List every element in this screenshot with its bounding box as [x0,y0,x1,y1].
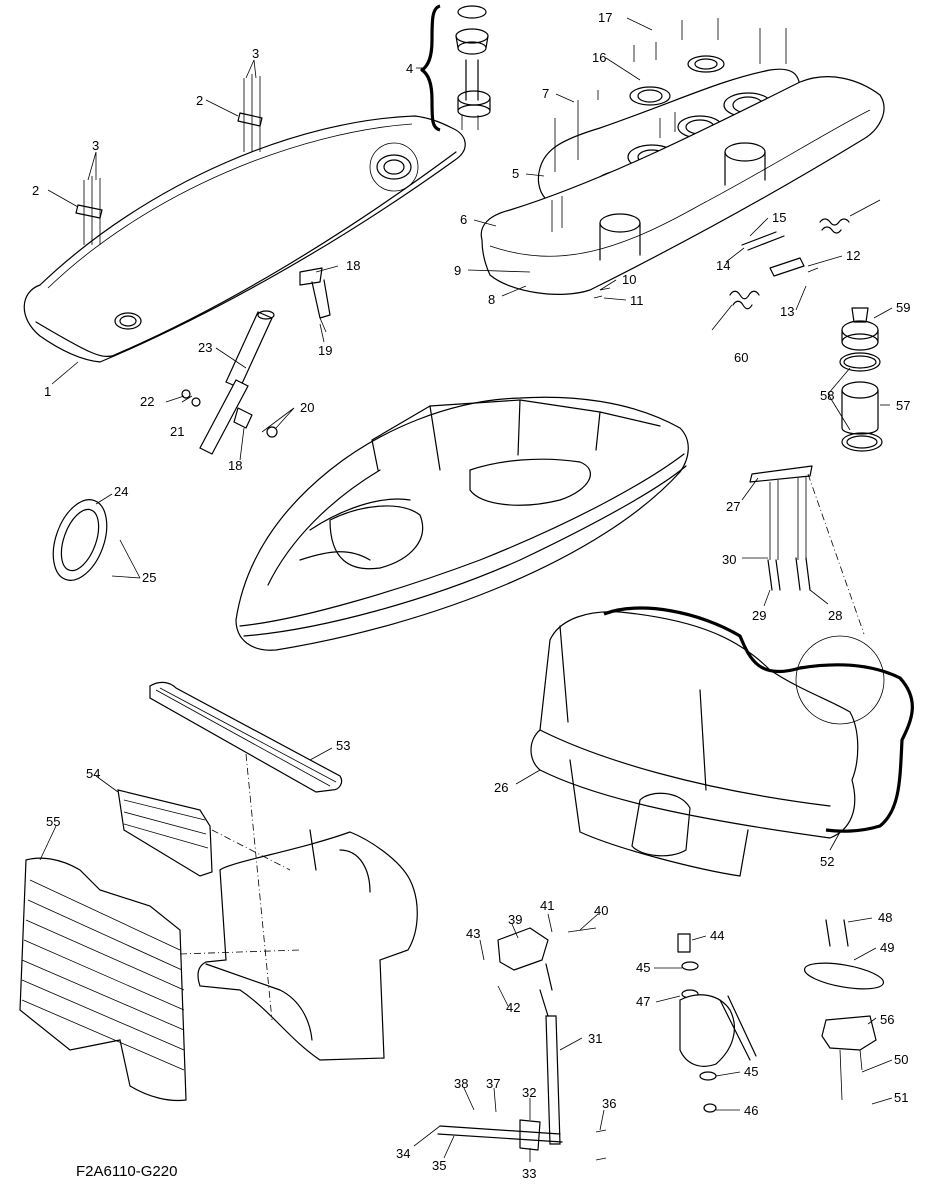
callout-14: 14 [716,258,730,273]
callout-38: 38 [454,1076,468,1091]
part-bow-cushion [23,74,466,363]
callout-labels: 1 2 2 3 3 4 5 6 7 8 9 10 11 12 13 14 15 … [32,10,910,1181]
part-bracket-19 [299,267,331,333]
leader-lines [39,17,893,1162]
callout-1: 1 [44,384,51,399]
callout-2: 2 [32,183,39,198]
screw-set-console [554,18,787,172]
callout-31: 31 [588,1031,602,1046]
part-console-base [480,76,885,295]
part-floor-liner [179,753,418,1061]
callout-43: 43 [466,926,480,941]
callout-13: 13 [780,304,794,319]
callout-59: 59 [896,300,910,315]
callout-17: 17 [598,10,612,25]
callout-3: 3 [92,138,99,153]
part-hinge-bracket [803,919,885,1101]
callout-3: 3 [252,46,259,61]
callout-26: 26 [494,780,508,795]
callout-36: 36 [602,1096,616,1111]
callout-46: 46 [744,1103,758,1118]
callout-4: 4 [406,61,413,76]
callout-25: 25 [142,570,156,585]
callout-50: 50 [894,1052,908,1067]
callout-42: 42 [506,1000,520,1015]
callout-18: 18 [346,258,360,273]
callout-45: 45 [744,1064,758,1079]
part-latch-springs [593,199,881,331]
part-inspection-ring [52,499,108,581]
callout-58: 58 [820,388,834,403]
callout-24: 24 [114,484,128,499]
part-floor-mats [19,681,343,1102]
callout-33: 33 [522,1166,536,1181]
callout-22: 22 [140,394,154,409]
callout-30: 30 [722,552,736,567]
part-cup-holder-assembly [420,4,491,132]
callout-37: 37 [486,1076,500,1091]
callout-41: 41 [540,898,554,913]
callout-10: 10 [622,272,636,287]
callout-16: 16 [592,50,606,65]
callout-11: 11 [630,293,644,308]
callout-51: 51 [894,1090,908,1105]
callout-21: 21 [170,424,184,439]
callout-40: 40 [594,903,608,918]
callout-19: 19 [318,343,332,358]
callout-39: 39 [508,912,522,927]
callout-32: 32 [522,1085,536,1100]
callout-55: 55 [46,814,60,829]
callout-47: 47 [636,994,650,1009]
callout-57: 57 [896,398,910,413]
boat-hull [235,396,689,651]
callout-34: 34 [396,1146,410,1161]
part-seat-hinge [749,465,865,635]
callout-48: 48 [878,910,892,925]
callout-7: 7 [542,86,549,101]
callout-5: 5 [512,166,519,181]
callout-6: 6 [460,212,467,227]
callout-8: 8 [488,292,495,307]
callout-15: 15 [772,210,786,225]
callout-2: 2 [196,93,203,108]
callout-12: 12 [846,248,860,263]
part-gas-spring [181,310,278,455]
callout-54: 54 [86,766,100,781]
callout-27: 27 [726,499,740,514]
callout-29: 29 [752,608,766,623]
callout-52: 52 [820,854,834,869]
callout-49: 49 [880,940,894,955]
callout-56: 56 [880,1012,894,1027]
callout-45: 45 [636,960,650,975]
callout-9: 9 [454,263,461,278]
callout-28: 28 [828,608,842,623]
drawing-code: F2A6110-G220 [76,1163,177,1180]
callout-23: 23 [198,340,212,355]
callout-20: 20 [300,400,314,415]
part-actuator [677,933,757,1113]
callout-35: 35 [432,1158,446,1173]
callout-60: 60 [734,350,748,365]
part-latch-rod [437,927,607,1161]
callout-18: 18 [228,458,242,473]
callout-53: 53 [336,738,350,753]
part-rear-seat [530,606,914,877]
callout-44: 44 [710,928,724,943]
part-filler-cap [839,307,883,452]
